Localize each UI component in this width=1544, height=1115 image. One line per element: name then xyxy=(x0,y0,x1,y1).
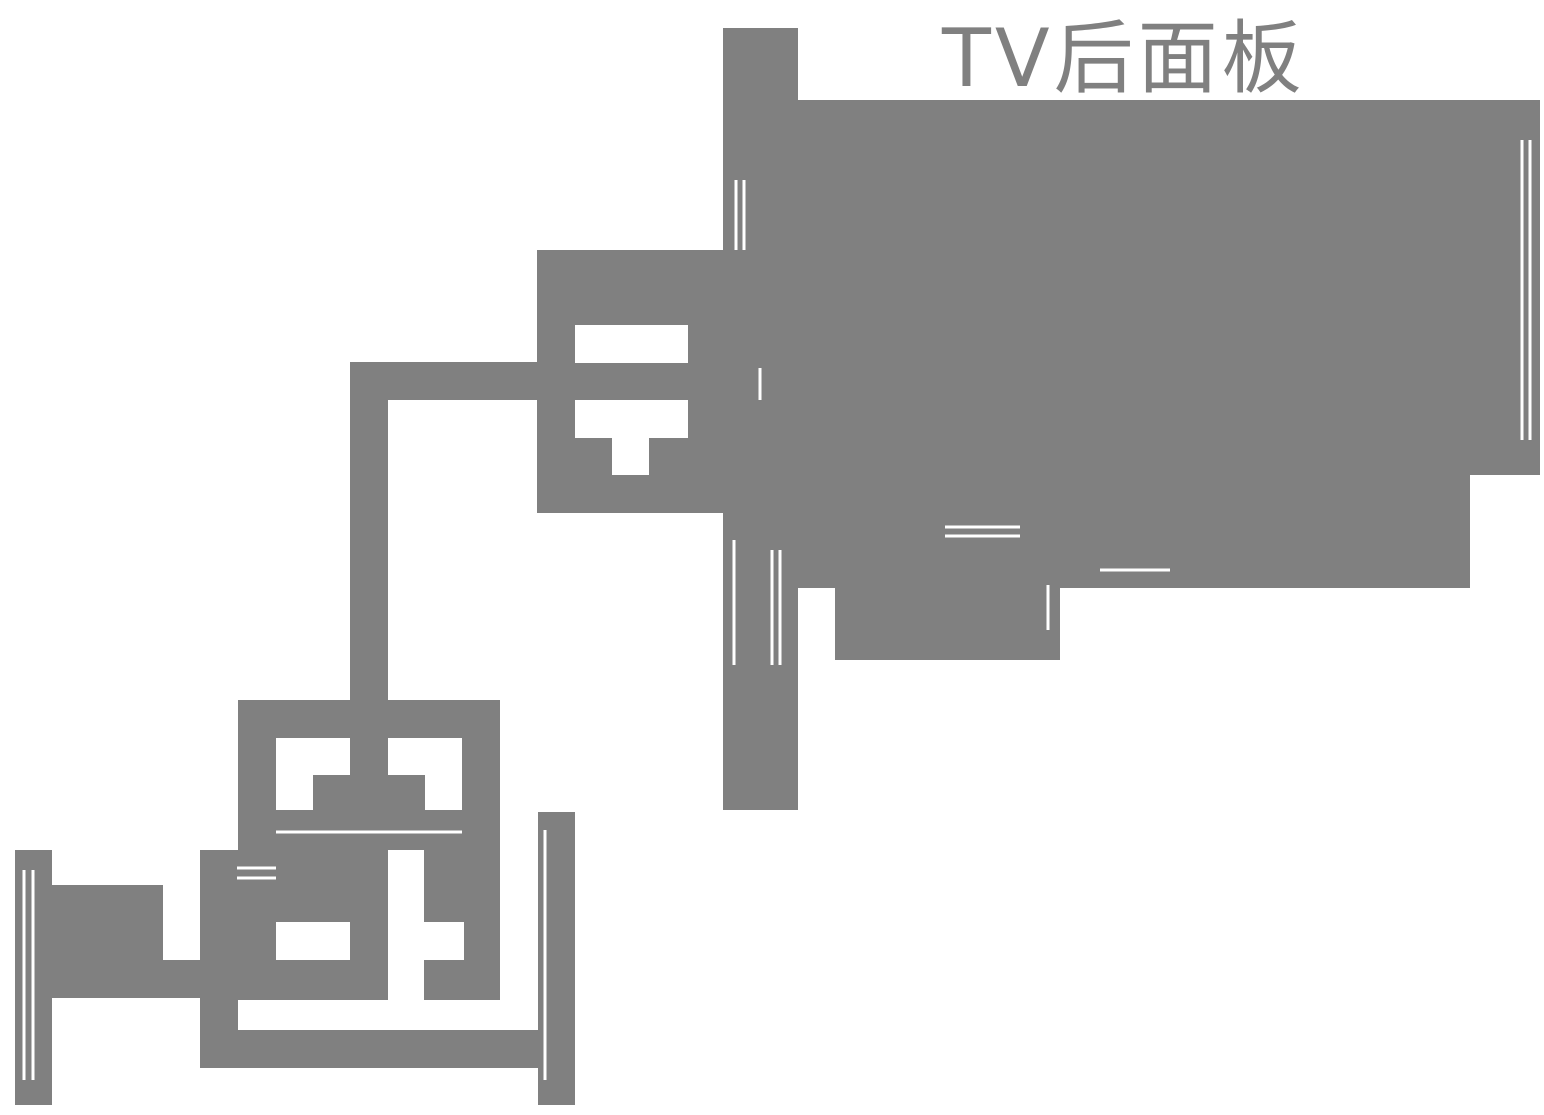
tilt-arm xyxy=(350,362,540,707)
tv-rear-panel xyxy=(795,100,1540,660)
tv-panel-lower-step xyxy=(795,470,1470,588)
tv-panel-connector-block xyxy=(835,580,1060,660)
tilt-arm-vertical xyxy=(350,362,388,707)
wall-plate-base xyxy=(200,1030,540,1068)
diagram-title: TV后面板 xyxy=(941,12,1306,105)
mount-block-window xyxy=(575,325,688,363)
wall-plate-window xyxy=(388,850,424,1030)
bracket-mount-block xyxy=(537,250,727,513)
wall-mount-arm xyxy=(50,885,163,960)
wall-mount-arm xyxy=(50,960,240,998)
wall-plate-window xyxy=(276,922,350,960)
mount-block-window xyxy=(575,400,688,438)
wall-plate-assembly xyxy=(200,700,575,1105)
wall-mount-part xyxy=(15,850,240,1105)
tv-panel-body xyxy=(795,100,1540,475)
bracket-upright-bar xyxy=(723,28,798,810)
wall-plate-tab xyxy=(313,775,350,810)
mount-block-notch xyxy=(612,437,649,475)
wall-plate-window xyxy=(424,922,464,960)
wall-bracket-upright xyxy=(723,28,798,810)
wall-plate-tab xyxy=(388,775,425,810)
